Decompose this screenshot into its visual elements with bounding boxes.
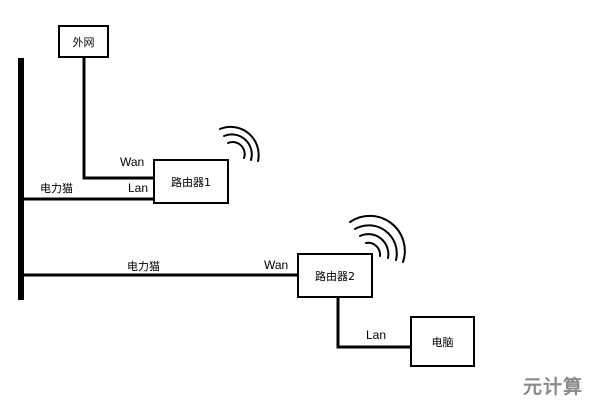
wan1-label: Wan — [120, 155, 145, 169]
router1-box: 路由器1 — [153, 159, 229, 204]
internet-label: 外网 — [72, 35, 95, 49]
router2-label: 路由器2 — [315, 269, 355, 283]
computer-box: 电脑 — [410, 316, 475, 367]
wire-lan2-computer — [336, 297, 412, 349]
wifi-signal-icon — [219, 125, 260, 162]
powerline2-label: 电力猫 — [127, 260, 160, 273]
computer-label: 电脑 — [431, 335, 454, 349]
router2-box: 路由器2 — [297, 253, 373, 298]
wan2-label: Wan — [264, 258, 289, 272]
internet-box: 外网 — [58, 25, 109, 58]
wifi-signal-icon — [349, 214, 406, 263]
lan1-label: Lan — [128, 181, 149, 195]
lan2-label: Lan — [366, 328, 387, 342]
watermark-text: 元计算 — [523, 376, 584, 398]
router1-label: 路由器1 — [171, 175, 211, 189]
wire-internet-wan1 — [82, 56, 154, 180]
powerline1-label: 电力猫 — [40, 182, 73, 195]
